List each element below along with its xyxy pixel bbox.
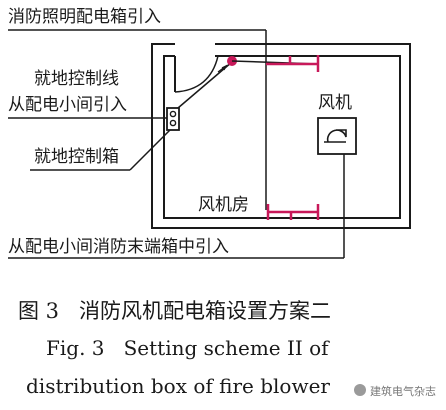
local-control-box-label: 就地控制箱 xyxy=(34,147,119,167)
top-cable-tray xyxy=(266,55,320,72)
watermark-text: 建筑电气杂志 xyxy=(370,384,436,398)
fan-symbol xyxy=(317,117,357,155)
door-gap xyxy=(175,40,215,60)
local-control-box xyxy=(166,107,180,131)
bottom-cable-tray xyxy=(266,204,320,220)
room-walls xyxy=(151,43,411,229)
box-small-arrow xyxy=(217,64,228,73)
outer-wall xyxy=(151,43,411,229)
local-control-line-label-2: 从配电小间引入 xyxy=(8,95,127,115)
inner-wall xyxy=(163,55,401,219)
lighting-feed-line xyxy=(8,29,267,210)
control-wire xyxy=(177,61,233,109)
door xyxy=(174,40,219,93)
local-control-line-label-1: 就地控制线 xyxy=(34,69,119,89)
fan-room-label: 风机房 xyxy=(198,195,249,215)
caption-cn: 图 3 消防风机配电箱设置方案二 xyxy=(18,299,331,323)
fan-label: 风机 xyxy=(318,93,352,113)
lighting-feed-label: 消防照明配电箱引入 xyxy=(8,7,161,27)
terminal-feed-label: 从配电小间消防末端箱中引入 xyxy=(8,237,229,257)
door-swing-arc xyxy=(174,55,219,93)
caption-en-line1: Fig. 3 Setting scheme II of xyxy=(46,336,330,360)
watermark: 建筑电气杂志 xyxy=(354,384,436,398)
local-control-box-leader xyxy=(30,127,173,171)
watermark-icon xyxy=(354,384,366,396)
terminal-feed-line xyxy=(8,154,345,259)
caption-en-line2: distribution box of fire blower xyxy=(26,374,330,398)
